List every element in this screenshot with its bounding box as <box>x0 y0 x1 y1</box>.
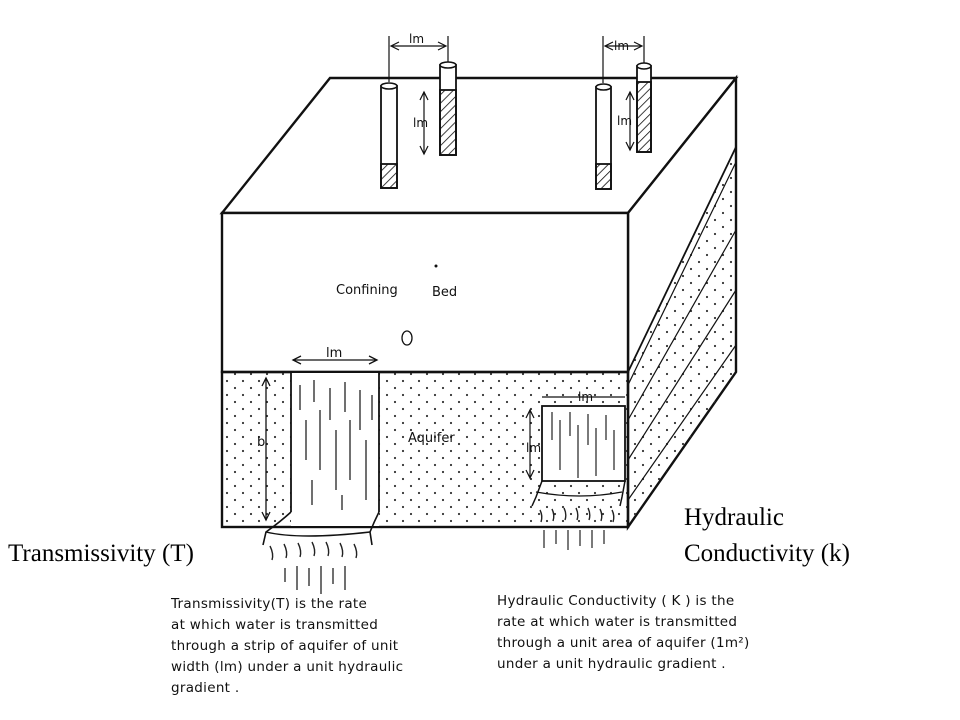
block-right-side <box>626 74 738 531</box>
caption-line: through a strip of aquifer of unit <box>171 638 399 654</box>
aquifer-label: Aquifer <box>408 431 455 446</box>
well-pair-right <box>595 36 652 190</box>
caption-line: under a unit hydraulic gradient . <box>497 656 726 672</box>
spec-mark <box>434 264 438 268</box>
caption-line: through a unit area of aquifer (1m²) <box>497 635 750 651</box>
caption-line: rate at which water is transmitted <box>497 614 738 630</box>
thickness-dimension <box>261 376 271 522</box>
unit-area-dimensions <box>525 408 535 480</box>
caption-line: Transmissivity(T) is the rate <box>171 596 368 612</box>
thickness-label: b <box>257 435 265 450</box>
strip-width-label: lm <box>326 346 342 361</box>
well-spacing-right-label: lm <box>614 39 629 53</box>
transmissivity-strip <box>262 372 380 594</box>
hydraulic-conductivity-caption: Hydraulic Conductivity ( K ) is the rate… <box>497 591 750 675</box>
transmissivity-caption: Transmissivity(T) is the rate at which w… <box>171 594 403 699</box>
well-head-right-label: lm <box>617 114 632 128</box>
confining-bed-label-2: Bed <box>432 285 457 300</box>
hydraulic-conductivity-title-line1: Hydraulic <box>684 504 784 531</box>
pen-mark <box>401 330 413 346</box>
confining-bed-layer <box>220 211 630 374</box>
well-pair-left <box>380 36 457 189</box>
caption-line: width (lm) under a unit hydraulic <box>171 659 404 675</box>
transmissivity-title: Transmissivity (T) <box>8 540 194 567</box>
caption-line: gradient . <box>171 680 240 696</box>
caption-line: at which water is transmitted <box>171 617 379 633</box>
strip-width-dimension <box>291 355 379 365</box>
well-head-left-label: lm <box>413 116 428 130</box>
hydraulic-conductivity-title-line2: Conductivity (k) <box>684 540 850 567</box>
well-spacing-left-label: lm <box>409 32 424 46</box>
unit-area-height-label: lm <box>526 441 541 455</box>
unit-area-box <box>531 396 626 550</box>
confining-bed-label: Confining <box>336 283 398 298</box>
caption-line: Hydraulic Conductivity ( K ) is the <box>497 593 735 609</box>
unit-area-width-label: lm <box>578 390 593 404</box>
